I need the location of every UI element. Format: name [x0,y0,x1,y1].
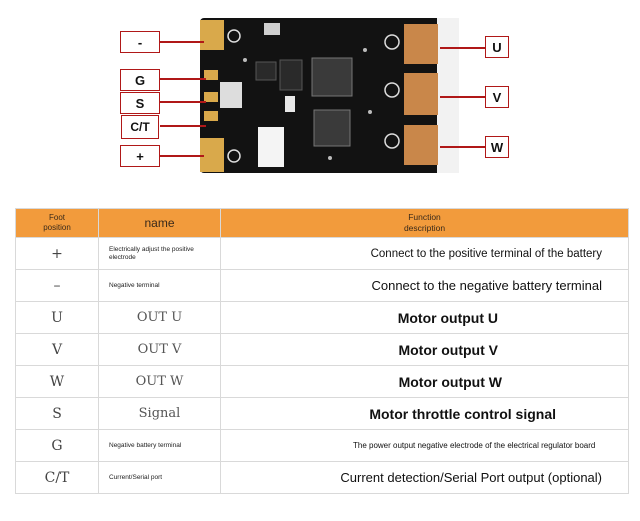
motor-pad-v [404,73,438,115]
pin-function-table: Foot position name Function description … [15,208,629,494]
cell-name: Signal [98,397,221,430]
motor-pad-w [404,125,438,165]
cell-foot: W [15,365,99,398]
pin-label-ct: C/T [121,115,159,139]
table-row: W OUT W Motor output W [15,365,629,398]
cell-function: Connect to the positive terminal of the … [220,237,629,270]
table-row: V OUT V Motor output V [15,333,629,366]
motor-pad-u [404,24,438,64]
component-regulator [279,59,303,91]
leader-w [440,146,486,148]
cell-name: OUT W [98,365,221,398]
pad-mark-v [384,82,400,98]
solder-pad-ct [204,111,218,121]
cell-name: Negative battery terminal [98,429,221,462]
cell-function: Motor throttle control signal [220,397,629,430]
pin-label-minus: - [120,31,160,53]
pin-label-w: W [485,136,509,158]
cell-foot: V [15,333,99,366]
pad-mark-w [384,133,400,149]
cell-function: Motor output V [220,333,629,366]
cell-foot: – [15,269,99,302]
cell-name: Current/Serial port [98,461,221,494]
header-function-line1: Function [408,212,441,222]
pin-label-u: U [485,36,509,58]
cell-function: Connect to the negative battery terminal [220,269,629,302]
component-ic-small [255,61,277,81]
cell-name: OUT V [98,333,221,366]
pcb-edge-strip [437,18,459,173]
header-name: name [98,208,221,238]
table-row: S Signal Motor throttle control signal [15,397,629,430]
component-capacitor [258,127,284,167]
leader-v [440,96,486,98]
header-foot-line2: position [43,223,71,232]
pin-label-g: G [120,69,160,91]
table-row: C/T Current/Serial port Current detectio… [15,461,629,494]
leader-minus [160,41,204,43]
cell-foot: + [15,237,99,270]
cell-function: Motor output U [220,301,629,334]
header-function-line2: description [403,223,446,233]
solder-pad-s [204,92,218,102]
pin-label-plus: + [120,145,160,167]
cell-foot: S [15,397,99,430]
cell-foot: U [15,301,99,334]
solder-pad-g [204,70,218,80]
pcb-diagram [200,18,459,173]
mount-mark-bottom [227,149,241,163]
solder-pad-minus [200,20,224,50]
cell-function: Current detection/Serial Port output (op… [220,461,629,494]
table-row: G Negative battery terminal The power ou… [15,429,629,462]
leader-ct [160,125,206,127]
leader-u [440,47,486,49]
esc-board-illustration: - G S C/T + U V W [0,0,640,190]
table-header-row: Foot position name Function description [15,208,629,238]
pin-label-s: S [120,92,160,114]
mcu-chip [311,57,353,97]
cell-foot: C/T [15,461,99,494]
leader-s [160,101,206,103]
table-row: + Electrically adjust the positive elect… [15,237,629,270]
header-foot-position: Foot position [15,208,99,238]
component-resistor [285,96,295,112]
header-foot-line1: Foot [48,213,65,222]
mount-mark-top [227,29,241,43]
pin-label-v: V [485,86,509,108]
cell-name: Electrically adjust the positive electro… [98,237,221,270]
header-function: Function description [220,208,629,238]
cell-foot: G [15,429,99,462]
cell-name: OUT U [98,301,221,334]
component-inductor [220,82,242,108]
leader-plus [160,155,204,157]
leader-g [160,78,206,80]
pad-mark-u [384,34,400,50]
cell-name: Negative terminal [98,269,221,302]
table-row: – Negative terminal Connect to the negat… [15,269,629,302]
component-smd [264,23,280,35]
cell-function: Motor output W [220,365,629,398]
table-row: U OUT U Motor output U [15,301,629,334]
cell-function: The power output negative electrode of t… [220,429,629,462]
driver-chip [313,109,351,147]
solder-pad-plus [200,138,224,172]
